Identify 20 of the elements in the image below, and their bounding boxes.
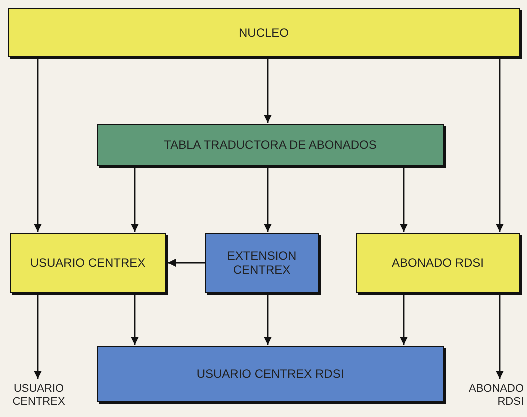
arrow [34, 58, 42, 232]
arrow [131, 167, 139, 232]
arrow [496, 58, 504, 232]
arrow [400, 167, 408, 232]
process-box: ABONADO RDSI [356, 233, 520, 293]
header-bar: NUCLEO [8, 8, 520, 57]
arrow [34, 294, 42, 379]
process-box: TABLA TRADUCTORA DE ABONADOS [97, 124, 444, 166]
output-label: ABONADO RDSI [468, 383, 524, 409]
arrow [168, 259, 205, 267]
process-box: USUARIO CENTREX RDSI [97, 346, 444, 402]
arrow [400, 294, 408, 345]
process-box: USUARIO CENTREX [10, 233, 166, 293]
arrow [264, 294, 272, 345]
arrow [264, 167, 272, 232]
arrow [496, 294, 504, 379]
output-label: USUARIO CENTREX [12, 383, 66, 409]
process-box: EXTENSION CENTREX [205, 233, 319, 293]
arrow [131, 294, 139, 345]
arrow [264, 58, 272, 123]
